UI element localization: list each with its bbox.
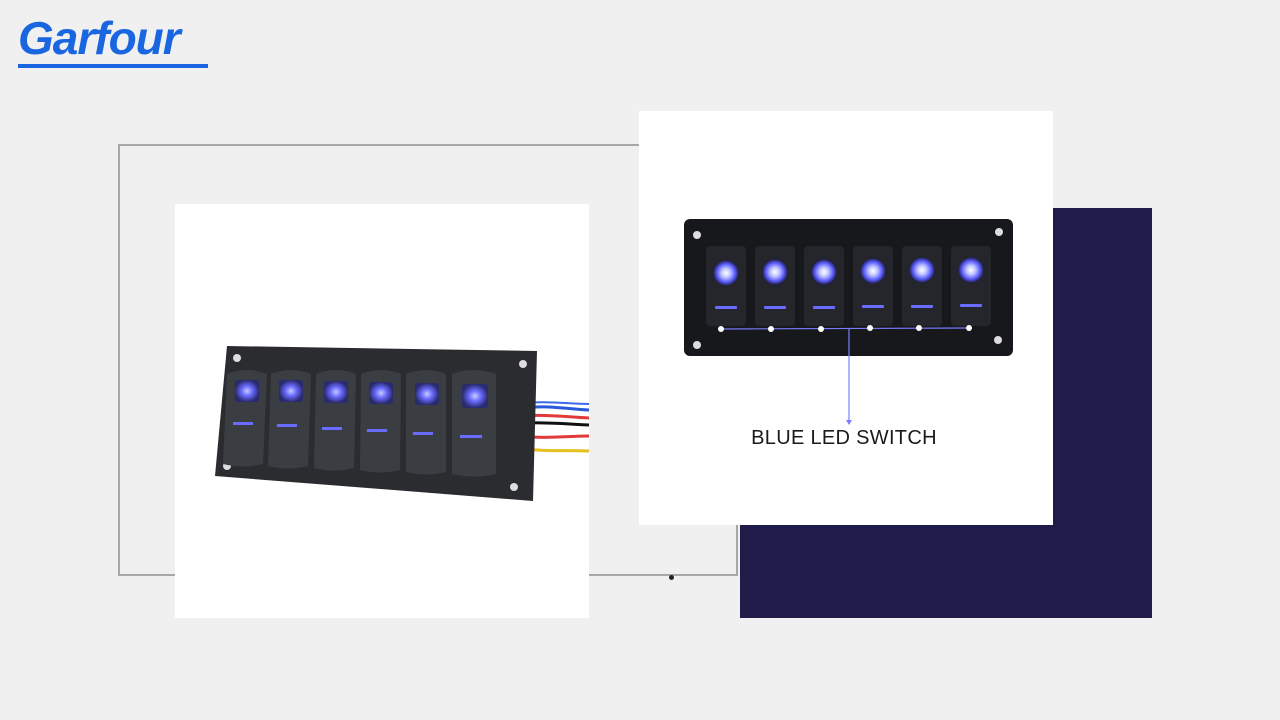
- switch-panel-angled-image: [215, 346, 589, 501]
- rocker-switches: [706, 246, 991, 326]
- rocker-switches: [223, 370, 496, 477]
- brand-logo-text: Garfour: [18, 12, 181, 64]
- decorative-dot: [669, 575, 674, 580]
- led-indicator-line: [718, 325, 972, 425]
- switch-caption: BLUE LED SWITCH: [751, 427, 937, 449]
- switch-panel-angled-photo: [175, 204, 589, 618]
- brand-logo-underline: [18, 64, 208, 68]
- brand-logo: Garfour: [18, 12, 210, 70]
- switch-panel-front-image: [684, 219, 1013, 425]
- switch-panel-front-photo: BLUE LED SWITCH: [639, 111, 1053, 525]
